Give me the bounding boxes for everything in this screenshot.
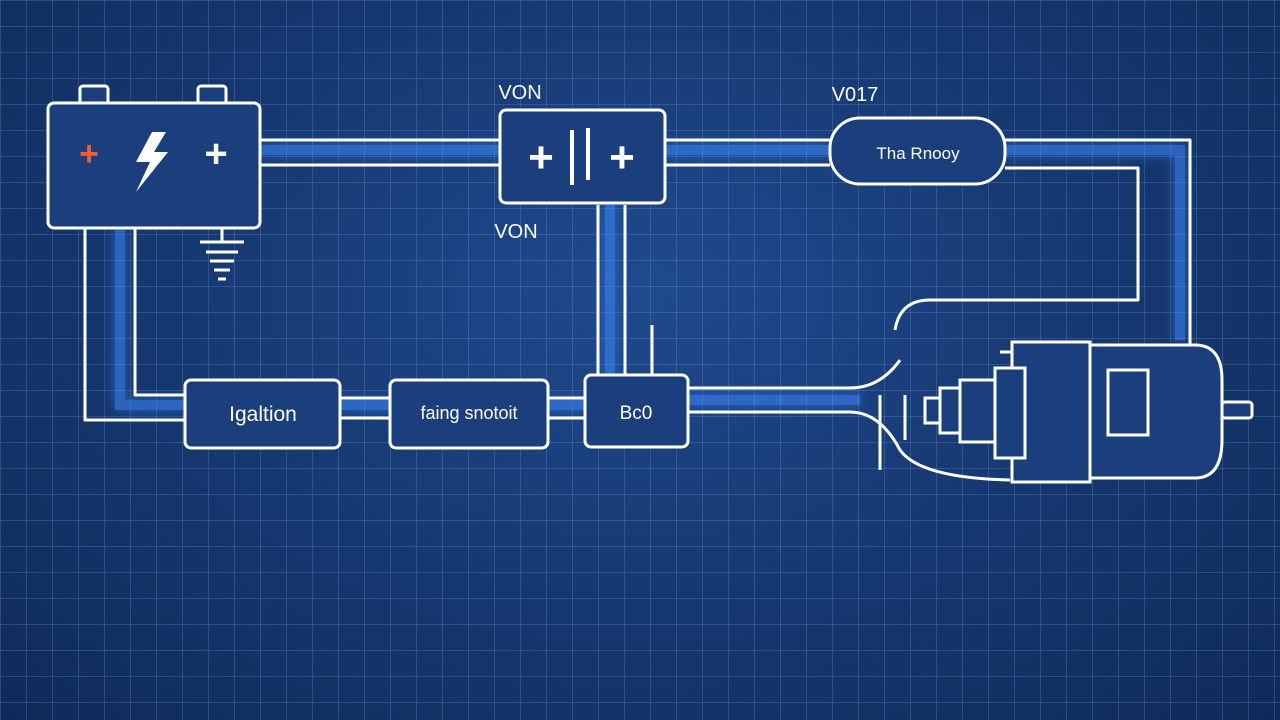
lightning-bolt-icon <box>136 132 168 192</box>
battery-plus-left: + <box>79 135 99 173</box>
voltage-label-bottom: VON <box>494 221 537 243</box>
wire-glow-layer <box>115 145 1185 410</box>
fuse-label: Bc0 <box>620 403 653 424</box>
relay-label: Tha Rnooy <box>876 144 960 163</box>
capacitor-plus-left: + <box>528 133 554 182</box>
ground-icon <box>200 228 244 281</box>
voltage-label-right: V017 <box>832 84 879 106</box>
voltage-label-top: VON <box>498 82 541 104</box>
starting-switch-box <box>388 378 550 450</box>
starter-motor-icon <box>923 340 1254 484</box>
capacitor-icon <box>498 108 667 205</box>
ignition-box <box>183 378 342 450</box>
capacitor-plus-right: + <box>609 133 635 182</box>
ignition-label: Igaltion <box>229 403 297 426</box>
relay-box <box>828 116 1007 186</box>
starting-switch-label: faing snotoit <box>420 403 517 423</box>
fuse-box <box>583 373 690 449</box>
wire-layer <box>83 138 1192 482</box>
battery-plus-right: + <box>204 132 227 176</box>
